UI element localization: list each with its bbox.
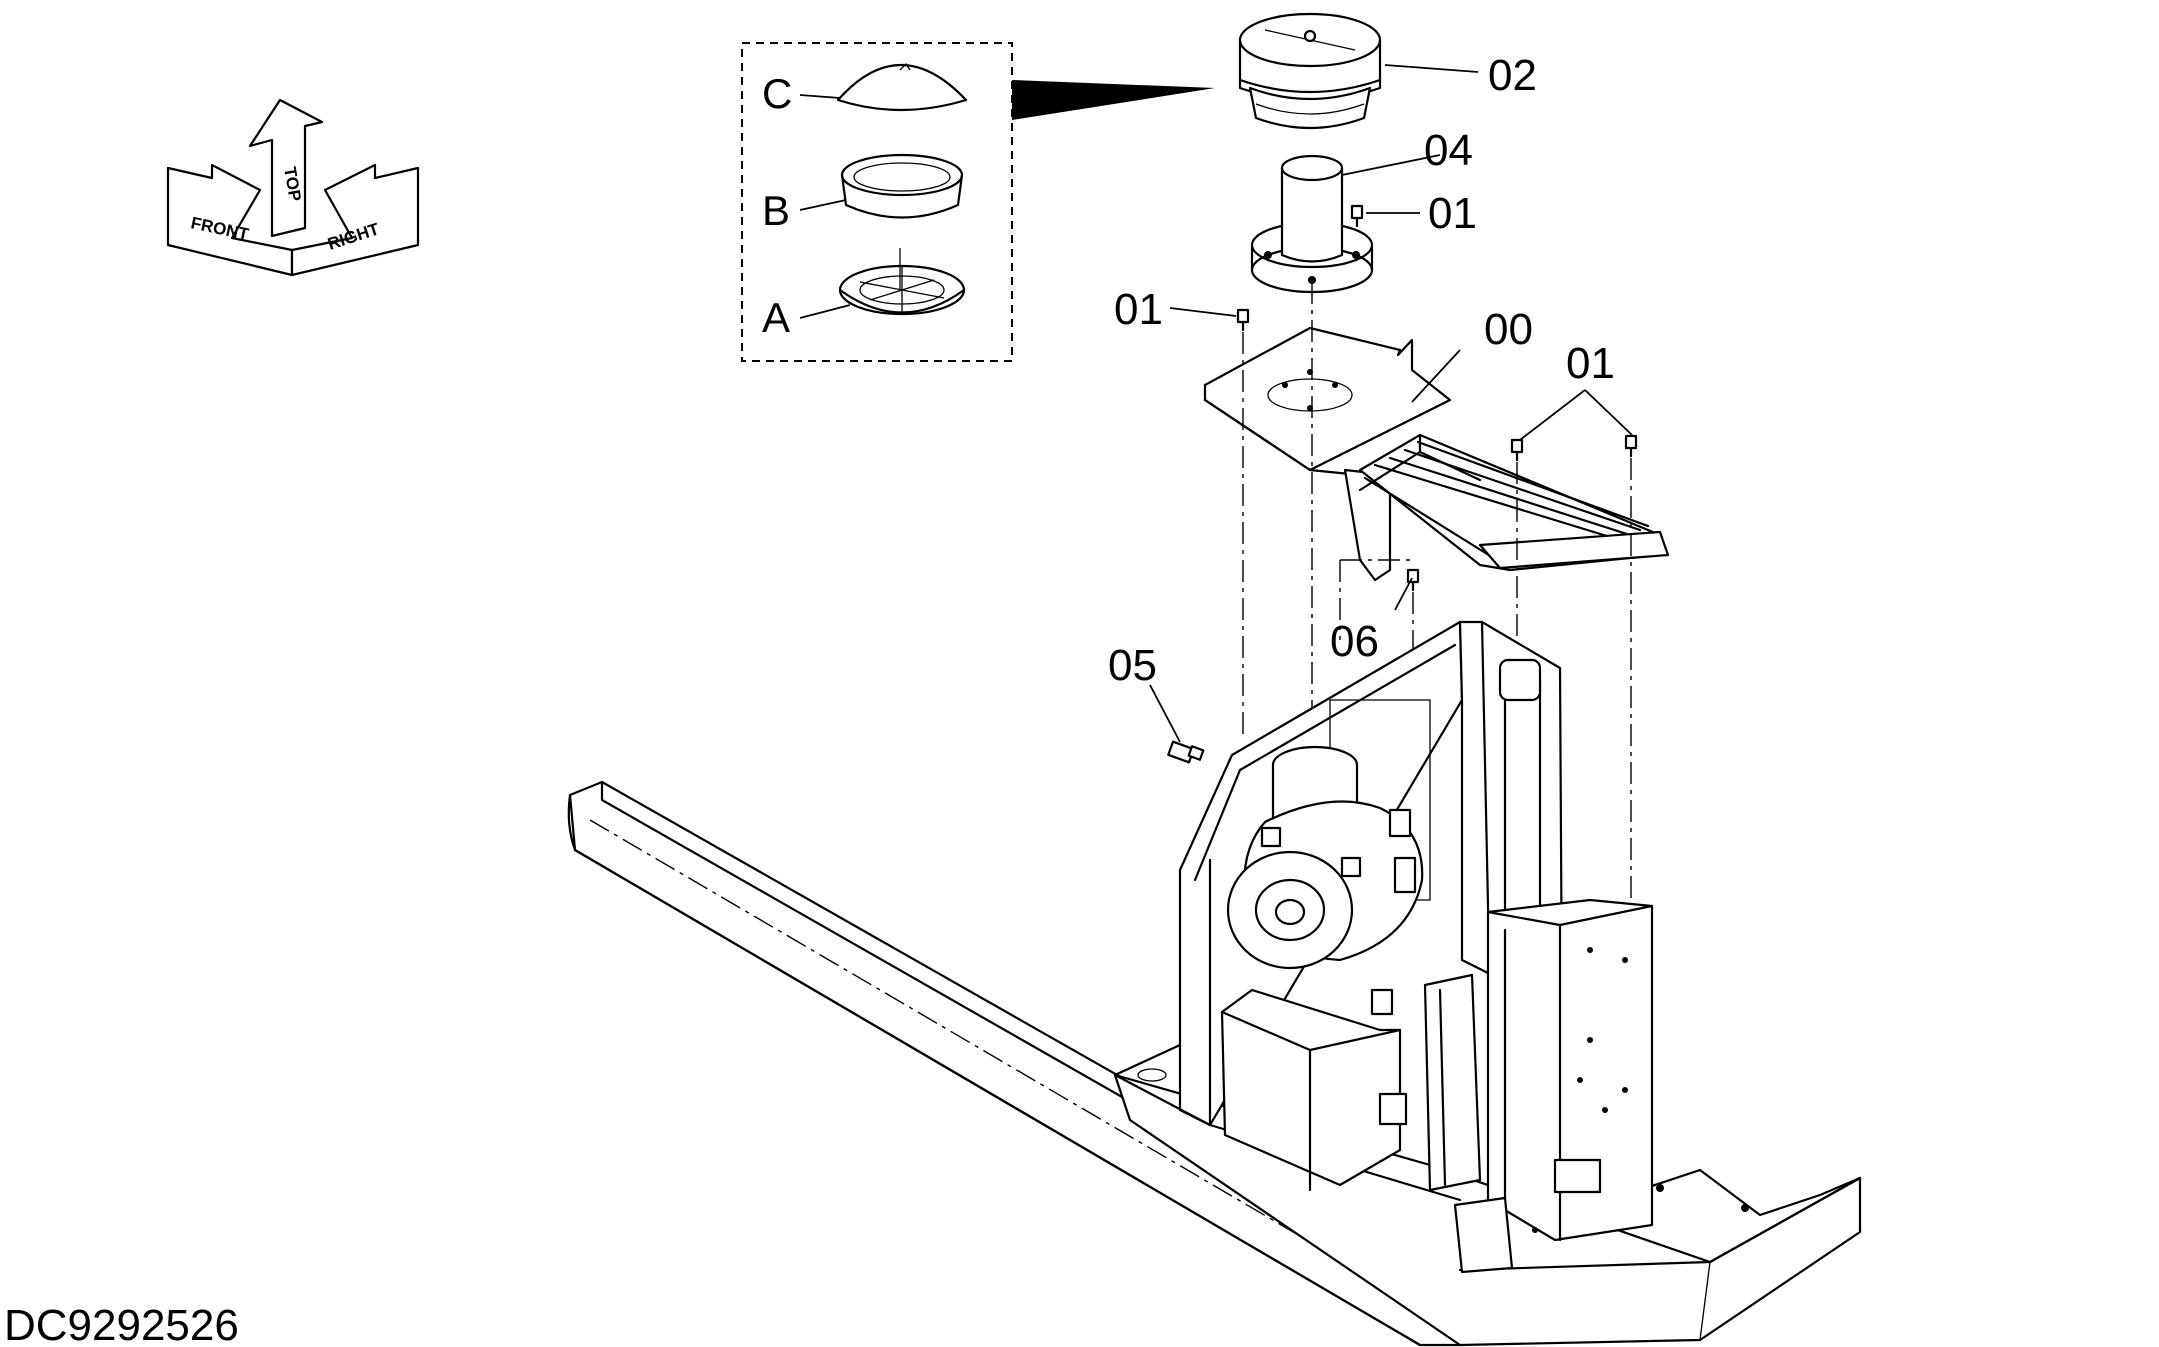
detail-label-c: C bbox=[762, 70, 792, 117]
part-00-bracket bbox=[1203, 326, 1670, 582]
callout-06: 06 bbox=[1330, 617, 1379, 666]
bolt-01-right-a bbox=[1510, 438, 1524, 462]
callout-02: 02 bbox=[1488, 51, 1537, 100]
orientation-symbol: FRONT TOP RIGHT bbox=[166, 98, 420, 277]
blower-motor bbox=[1226, 745, 1424, 970]
bolt-01-top bbox=[1350, 204, 1364, 228]
detail-label-b: B bbox=[762, 187, 790, 234]
callout-01-left: 01 bbox=[1114, 285, 1163, 334]
part-02-cap bbox=[1238, 12, 1382, 130]
bolt-06 bbox=[1406, 568, 1420, 592]
callout-01-right: 01 bbox=[1566, 339, 1615, 388]
base-rail bbox=[567, 780, 1462, 1347]
part-05-sensor bbox=[1167, 740, 1205, 764]
callout-04: 04 bbox=[1424, 126, 1473, 175]
detail-c-cap bbox=[836, 62, 968, 112]
bolt-01-left bbox=[1236, 308, 1250, 332]
drawing-id: DC9292526 bbox=[4, 1301, 239, 1347]
bolt-01-right-b bbox=[1624, 434, 1638, 458]
control-box bbox=[1220, 988, 1408, 1192]
callout-00: 00 bbox=[1484, 305, 1533, 354]
front-panel bbox=[1423, 898, 1654, 1274]
callout-05: 05 bbox=[1108, 641, 1157, 690]
detail-box: C B A bbox=[741, 42, 1215, 362]
detail-a-base bbox=[838, 248, 966, 316]
callout-01-top: 01 bbox=[1428, 189, 1477, 238]
leader-lines bbox=[1149, 64, 1633, 743]
detail-b-ring bbox=[840, 153, 964, 219]
detail-pointer bbox=[1012, 80, 1215, 120]
detail-label-a: A bbox=[762, 294, 790, 341]
part-04-filter bbox=[1250, 154, 1374, 294]
